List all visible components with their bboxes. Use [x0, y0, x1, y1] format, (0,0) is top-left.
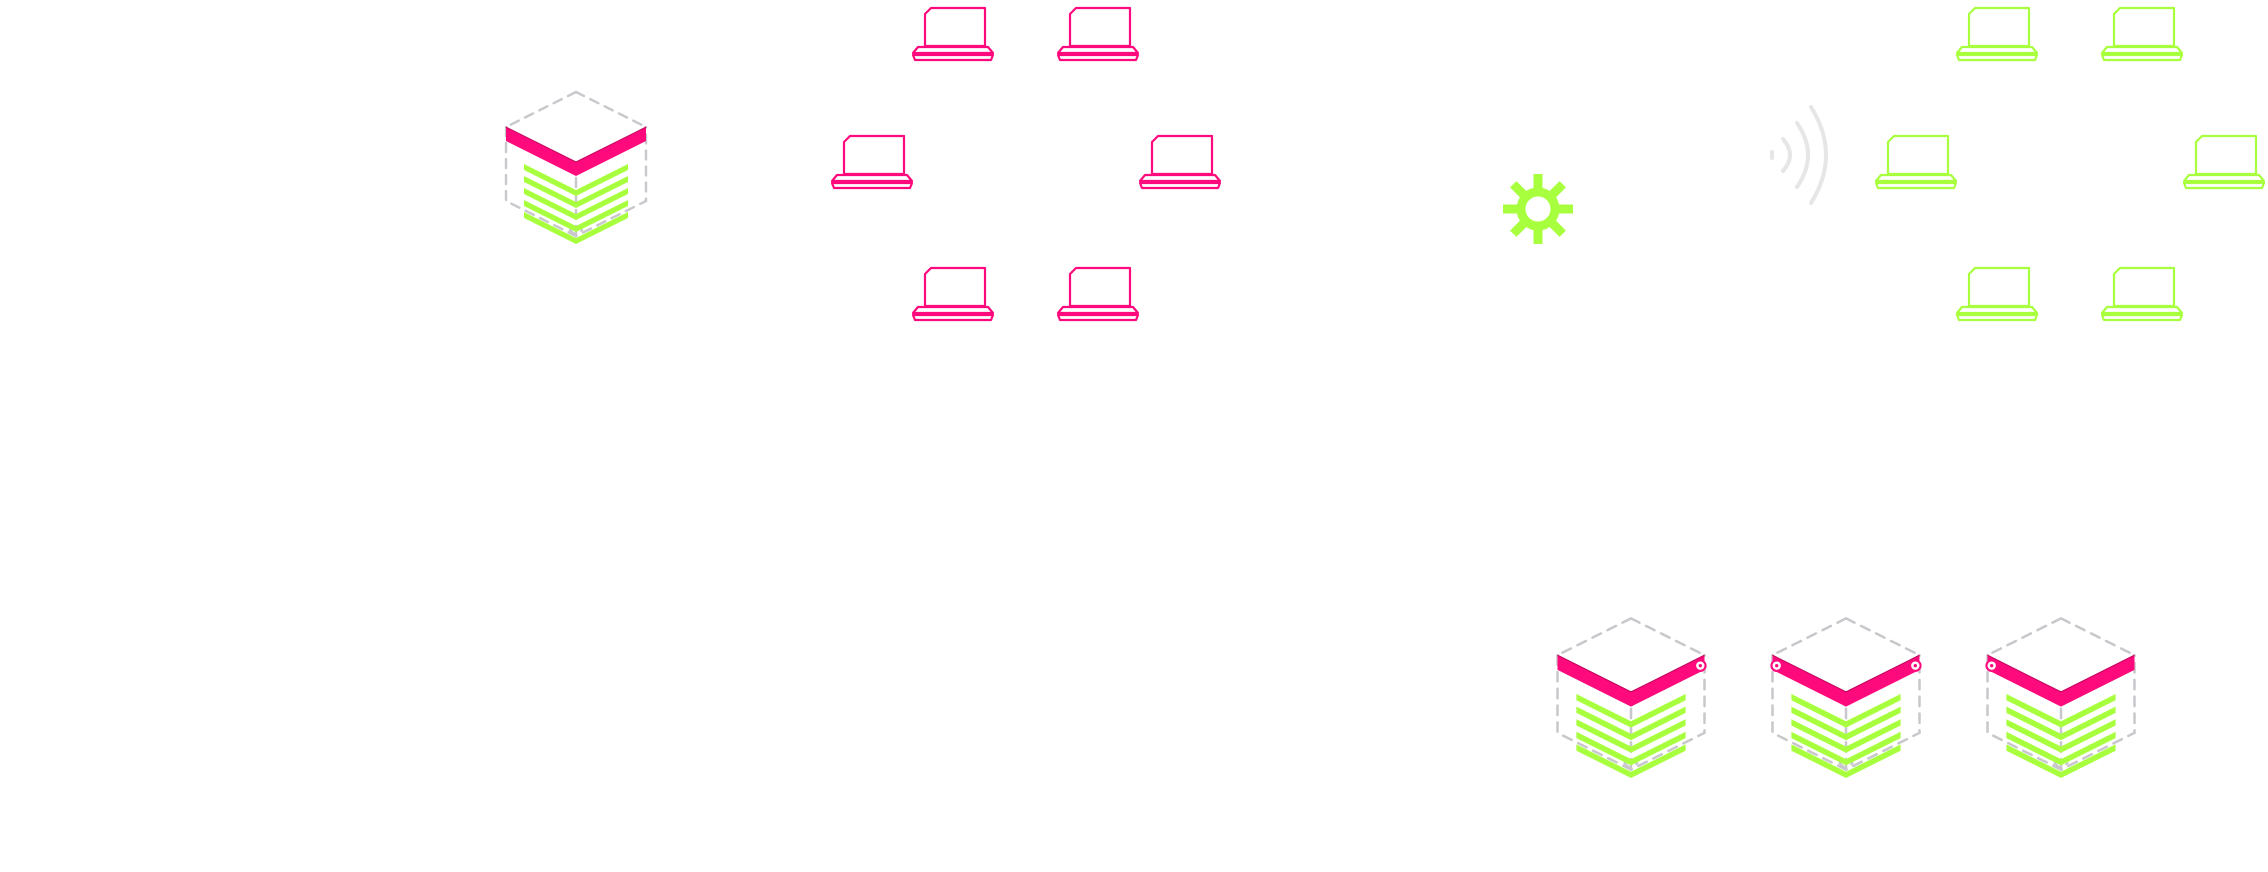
- laptop-green-icon: [1874, 134, 1958, 190]
- laptop-green-icon: [2100, 266, 2184, 322]
- laptop-pink-icon: [1056, 6, 1140, 62]
- gear-icon: [1503, 174, 1573, 244]
- laptop-pink-icon: [1056, 266, 1140, 322]
- wireless-icon: [1770, 105, 1828, 205]
- laptop-pink-icon: [911, 266, 995, 322]
- laptop-green-icon: [1955, 6, 2039, 62]
- laptop-green-icon: [2182, 134, 2266, 190]
- server-bottom-icon: [1770, 617, 1922, 778]
- server-bottom-icon: [1985, 617, 2136, 778]
- server-bottom-icon: [1556, 617, 1707, 778]
- server-main-icon: [504, 90, 648, 244]
- laptop-pink-icon: [1138, 134, 1222, 190]
- laptop-green-icon: [2100, 6, 2184, 62]
- laptop-green-icon: [1955, 266, 2039, 322]
- laptop-pink-icon: [911, 6, 995, 62]
- laptop-pink-icon: [830, 134, 914, 190]
